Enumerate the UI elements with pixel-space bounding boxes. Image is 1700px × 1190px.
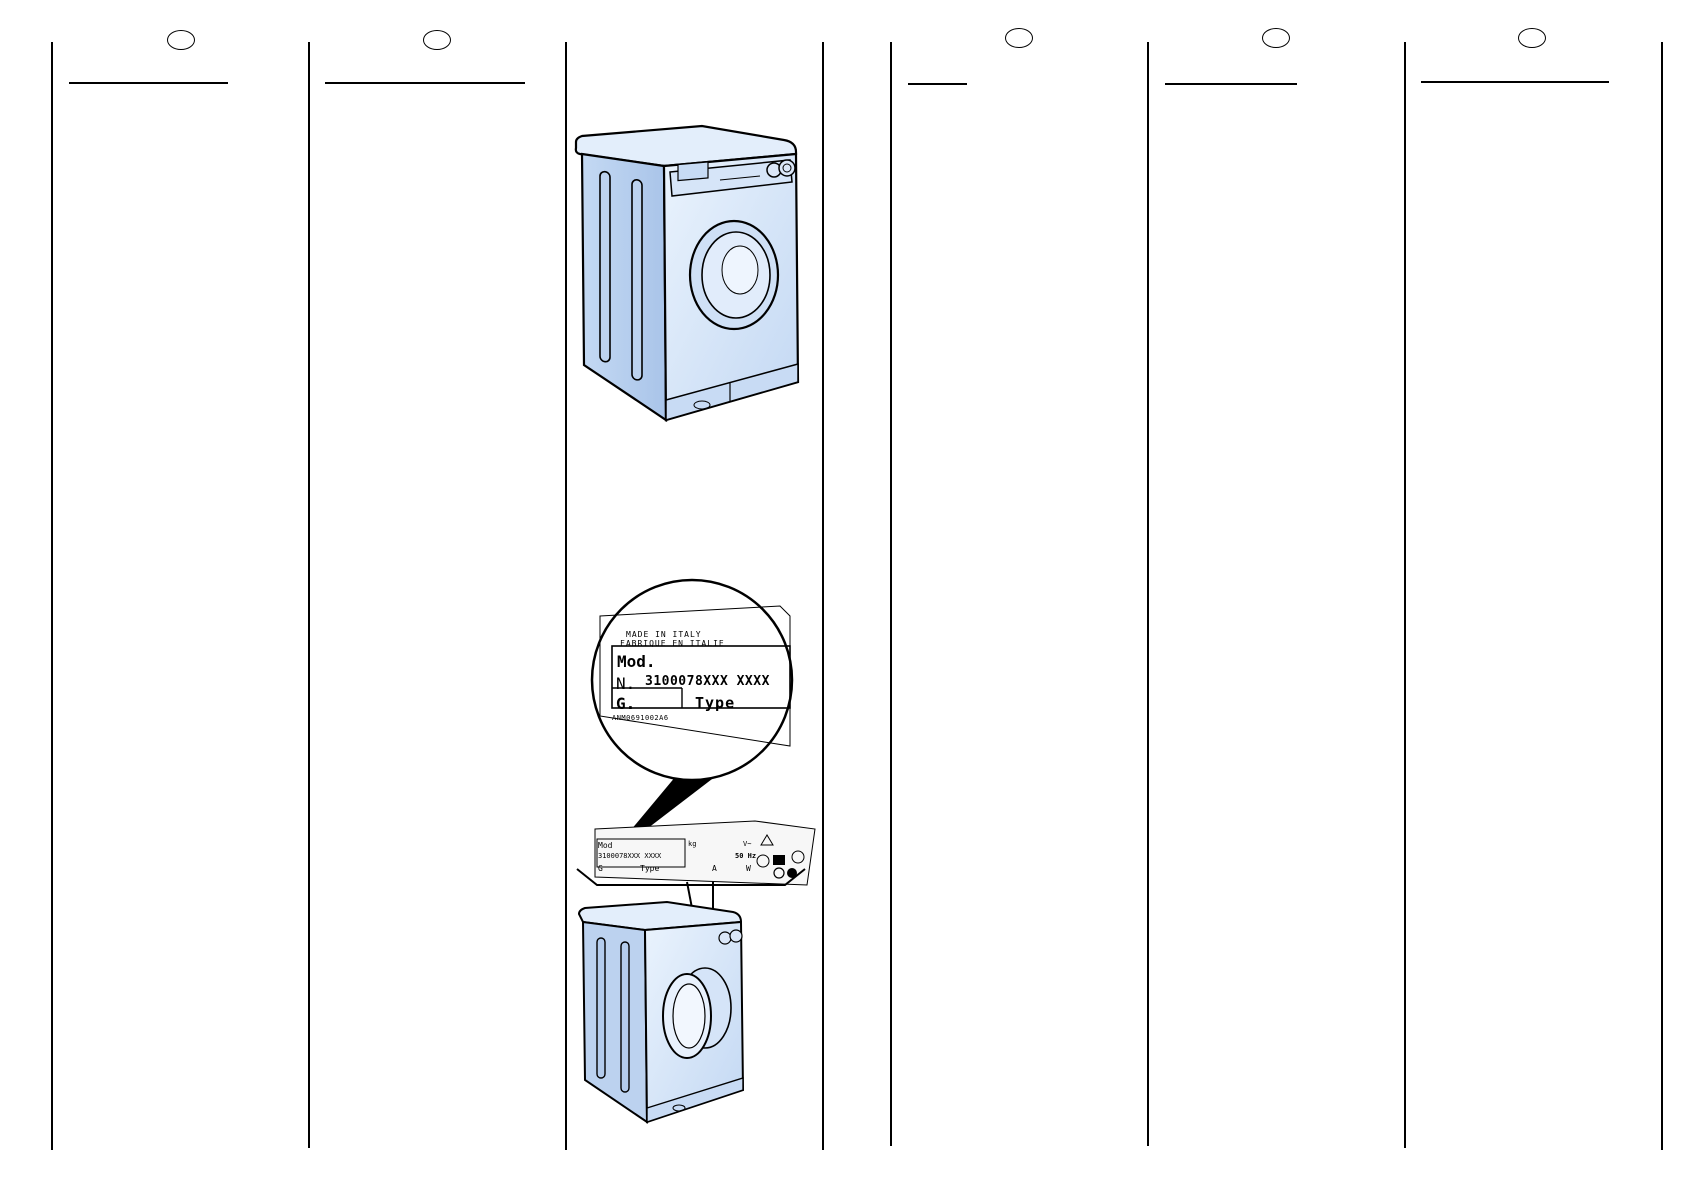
heading-underline-2 (325, 82, 525, 84)
column-divider-7 (1404, 42, 1406, 1148)
column-divider-6 (1147, 42, 1149, 1146)
heading-underline-1 (69, 82, 228, 84)
plate-serial-number: 3100078XXX XXXX (645, 674, 770, 689)
plate-fabrique-en-italie: FABRIQUE EN ITALIE (620, 639, 725, 648)
small-plate-hz: 50 Hz (735, 852, 757, 860)
small-plate-mod: Mod (598, 841, 613, 850)
language-circle-2 (423, 30, 451, 50)
column-divider-4 (822, 42, 824, 1150)
rating-plate-small (576, 820, 816, 886)
plate-g-label: G. (616, 694, 636, 713)
washing-machine-illustration (574, 124, 800, 423)
language-circle-4 (1262, 28, 1290, 48)
small-plate-serial: 3100078XXX XXXX (598, 852, 662, 860)
small-plate-w: W (746, 864, 751, 873)
small-plate-kg: kg (688, 840, 697, 848)
small-plate-type: Type (640, 864, 660, 873)
washing-machine-door-open-illustration (577, 881, 745, 1124)
small-plate-v: V~ (743, 840, 752, 848)
column-divider-2 (308, 42, 310, 1148)
heading-underline-5 (1421, 81, 1609, 83)
heading-underline-3 (908, 83, 967, 85)
language-circle-3 (1005, 28, 1033, 48)
column-divider-5 (890, 42, 892, 1146)
plate-serial-prefix: N. (616, 674, 636, 693)
rating-plate-zoom (590, 578, 794, 836)
plate-code: ANM0691002A6 (612, 714, 669, 722)
language-circle-1 (167, 30, 195, 50)
small-plate-g: G (598, 864, 603, 873)
plate-mod-label: Mod. (617, 652, 656, 671)
column-divider-3 (565, 42, 567, 1150)
plate-made-in-italy: MADE IN ITALY (626, 630, 702, 639)
plate-type-label: Type (695, 694, 736, 712)
small-plate-a: A (712, 864, 717, 873)
column-divider-1 (51, 42, 53, 1150)
language-circle-5 (1518, 28, 1546, 48)
heading-underline-4 (1165, 83, 1297, 85)
column-divider-8 (1661, 42, 1663, 1150)
